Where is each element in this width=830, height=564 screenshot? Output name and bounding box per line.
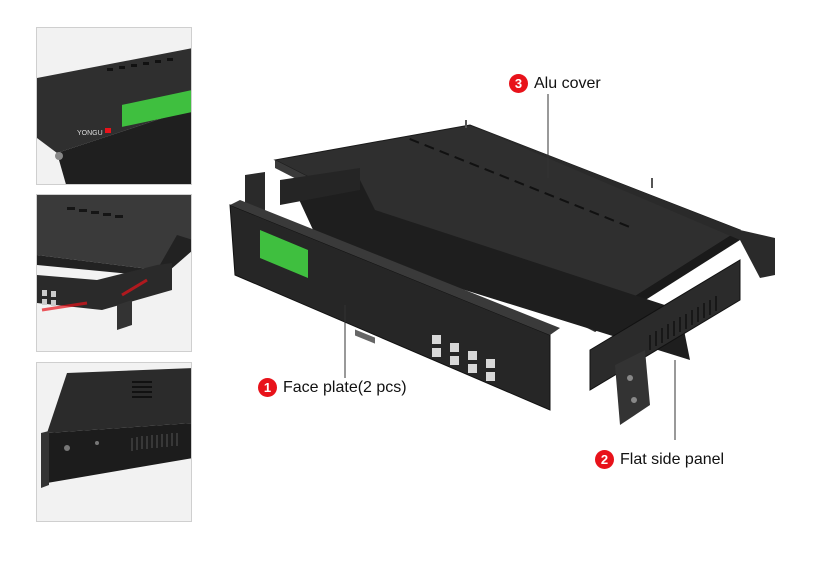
face-plate-part — [229, 200, 560, 411]
brand-label — [355, 329, 375, 344]
chassis-body — [245, 168, 690, 360]
side-panel-part — [589, 259, 741, 425]
exploded-chassis-illustration — [229, 94, 775, 440]
assembly-illustration — [37, 195, 191, 351]
usb-ports — [432, 335, 495, 381]
detail-thumbnail-assembly — [36, 194, 192, 352]
callout-number-badge: 1 — [258, 378, 277, 397]
callout-face-plate: 1 Face plate(2 pcs) — [258, 378, 407, 397]
detail-thumbnail-front-corner: YONGU — [36, 27, 192, 185]
detail-thumbnail-side-vents — [36, 362, 192, 522]
callout-label: Face plate(2 pcs) — [283, 378, 407, 396]
callout-label: Alu cover — [534, 74, 601, 92]
rack-ear-bracket — [615, 350, 650, 425]
callout-alu-cover: 3 Alu cover — [509, 74, 601, 93]
lcd-display — [260, 230, 308, 278]
callout-number-badge: 3 — [509, 74, 528, 93]
callout-label: Flat side panel — [620, 450, 725, 468]
front-corner-illustration: YONGU — [37, 28, 191, 184]
brand-logo: YONGU — [77, 130, 103, 137]
callout-flat-side-panel: 2 Flat side panel — [595, 450, 724, 469]
callout-number-badge: 2 — [595, 450, 614, 469]
side-vents-illustration — [37, 363, 191, 521]
